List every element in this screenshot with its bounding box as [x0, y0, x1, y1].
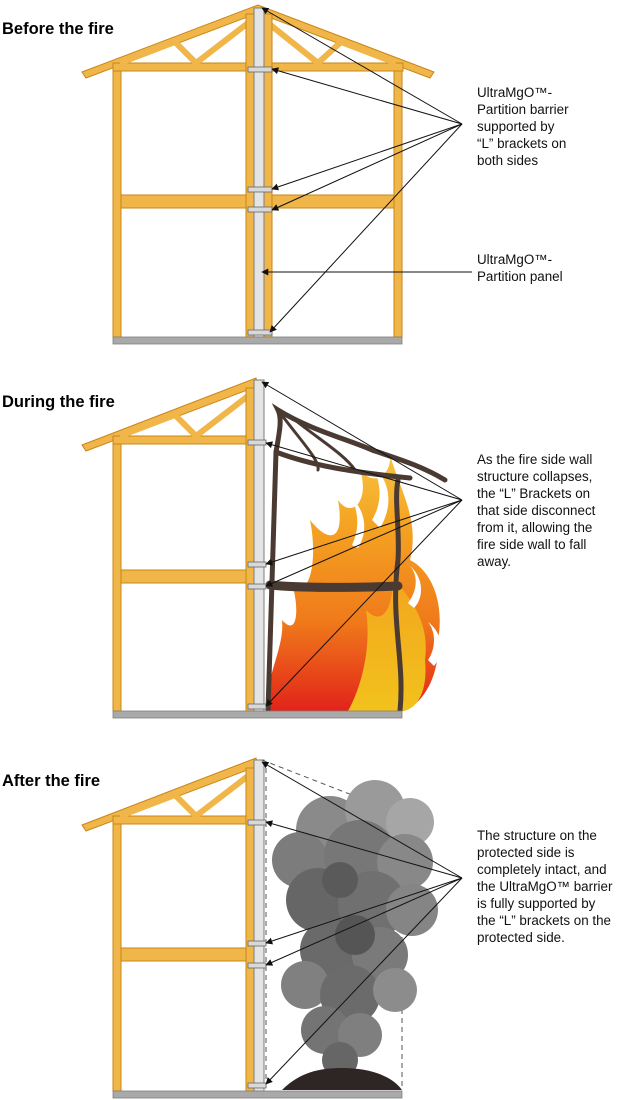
right-frame: [263, 13, 403, 338]
partition-panel: [253, 379, 265, 712]
roof-truss: [81, 757, 259, 832]
floor-slab: [112, 710, 403, 719]
roof-truss: [81, 377, 259, 452]
floor-slab: [112, 1090, 403, 1099]
smoke-cloud: [272, 780, 438, 1078]
rubble-pile: [282, 1068, 402, 1090]
partition-panel: [253, 759, 265, 1092]
ghost-outline: [261, 759, 433, 1088]
callout-arrows: [261, 7, 472, 333]
panel-after-title: After the fire: [2, 772, 100, 790]
panel-before-title: Before the fire: [2, 20, 114, 38]
floor-slab: [112, 336, 403, 345]
left-frame: [112, 13, 255, 338]
callout-arrows: [261, 761, 463, 1085]
callout-collapse-label: As the fire side wall structure collapse…: [477, 452, 599, 569]
collapsing-frame: [265, 403, 448, 714]
panel-after: After the fire: [2, 757, 616, 1099]
panel-before: Before the fire: [2, 4, 572, 345]
panel-during: During the fire: [2, 377, 599, 719]
l-brackets: [247, 819, 267, 1089]
panel-during-title: During the fire: [2, 393, 115, 411]
callout-barrier-label: UltraMgO™- Partition barrier supported b…: [477, 85, 572, 168]
callout-panel-label: UltraMgO™- Partition panel: [477, 252, 563, 284]
callout-intact-label: The structure on the protected side is c…: [477, 828, 616, 945]
partition-panel: [253, 7, 265, 338]
callout-arrows: [261, 381, 463, 707]
